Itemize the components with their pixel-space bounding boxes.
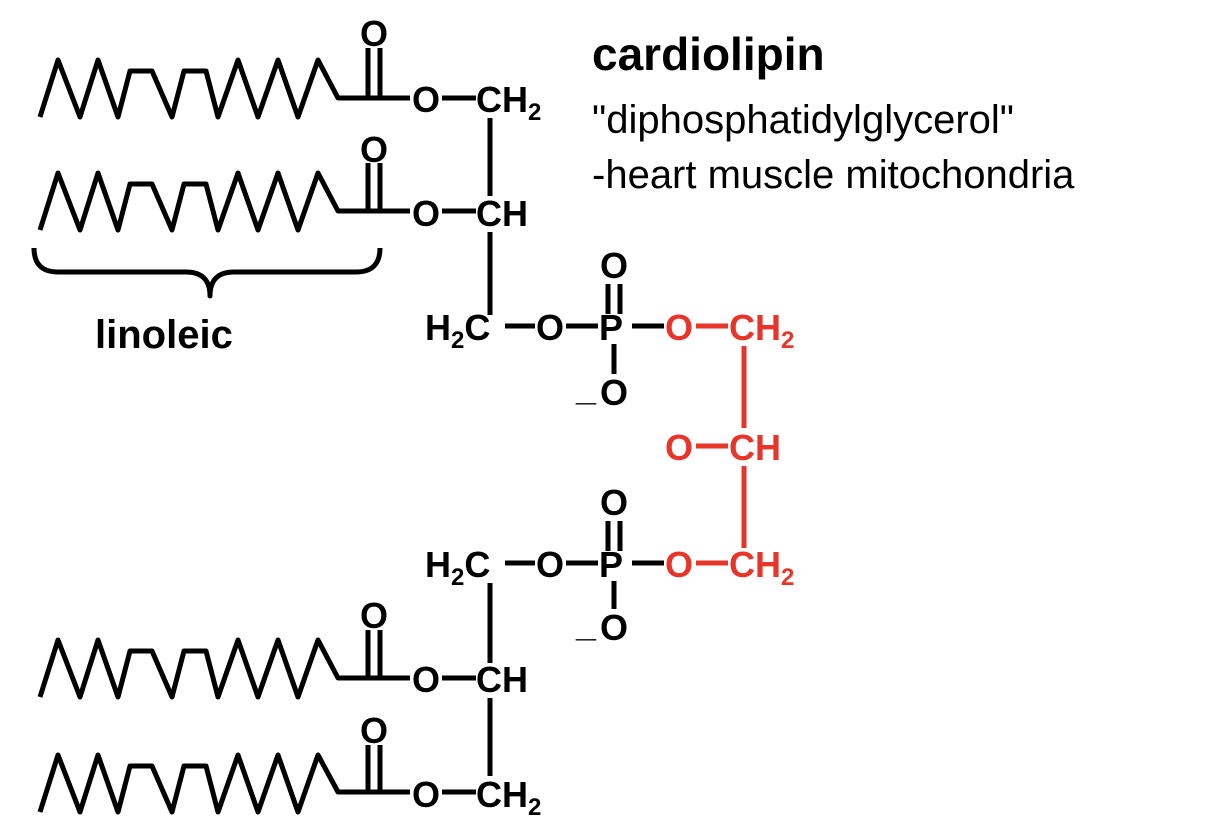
lower-glycerol: P O O _ O H2C CH CH2 — [425, 482, 664, 821]
compound-synonym: "diphosphatidylglycerol" — [592, 98, 1014, 142]
ester-oxygen-4: O — [412, 774, 440, 815]
central-ch2-top: CH2 — [729, 307, 794, 354]
upper-negative-charge: _ — [575, 367, 597, 408]
carbonyl-oxygen-3: O — [360, 595, 388, 636]
upper-ch2-top: CH2 — [476, 79, 541, 126]
ester-oxygen-3: O — [412, 659, 440, 700]
fatty-acid-chain-4 — [37, 745, 410, 815]
fatty-acid-chain-3 — [37, 630, 410, 700]
upper-phosphoryl-oxygen: O — [600, 245, 628, 286]
upper-phosphate-anion-oxygen: O — [600, 372, 628, 413]
central-hydroxyl-oxygen: O — [665, 427, 693, 468]
lower-ch-middle: CH — [476, 659, 528, 700]
upper-ch-middle: CH — [476, 193, 528, 234]
upper-h2c-bottom: H2C — [425, 307, 490, 354]
carbonyl-oxygen-4: O — [360, 710, 388, 751]
central-oxygen-top: O — [665, 307, 693, 348]
central-oxygen-bottom: O — [665, 544, 693, 585]
fatty-acid-chain-2 — [37, 163, 410, 233]
ester-oxygen-2: O — [412, 193, 440, 234]
central-ch2-bottom: CH2 — [729, 544, 794, 591]
linoleic-brace — [31, 247, 383, 299]
lower-phosphoryl-oxygen: O — [600, 482, 628, 523]
carbonyl-oxygen-2: O — [360, 129, 388, 170]
carbonyl-oxygen-1: O — [360, 13, 388, 54]
lower-negative-charge: _ — [575, 603, 597, 644]
ester-oxygen-1: O — [412, 79, 440, 120]
lower-phosphate-anion-oxygen: O — [600, 607, 628, 648]
chain-label: linoleic — [95, 313, 233, 357]
lower-phosphate-ester-oxygen: O — [536, 544, 564, 585]
upper-phosphate-ester-oxygen: O — [536, 307, 564, 348]
compound-title: cardiolipin — [592, 28, 825, 80]
lower-h2c-top: H2C — [425, 544, 490, 591]
lower-ch2-bottom: CH2 — [476, 774, 541, 821]
compound-location: -heart muscle mitochondria — [592, 153, 1075, 197]
central-glycerol: O CH2 O CH CH2 O — [665, 307, 794, 591]
central-ch-middle: CH — [729, 427, 781, 468]
fatty-acid-chain-1 — [37, 48, 410, 120]
upper-glycerol: CH2 CH H2C O P O O _ — [425, 79, 664, 413]
